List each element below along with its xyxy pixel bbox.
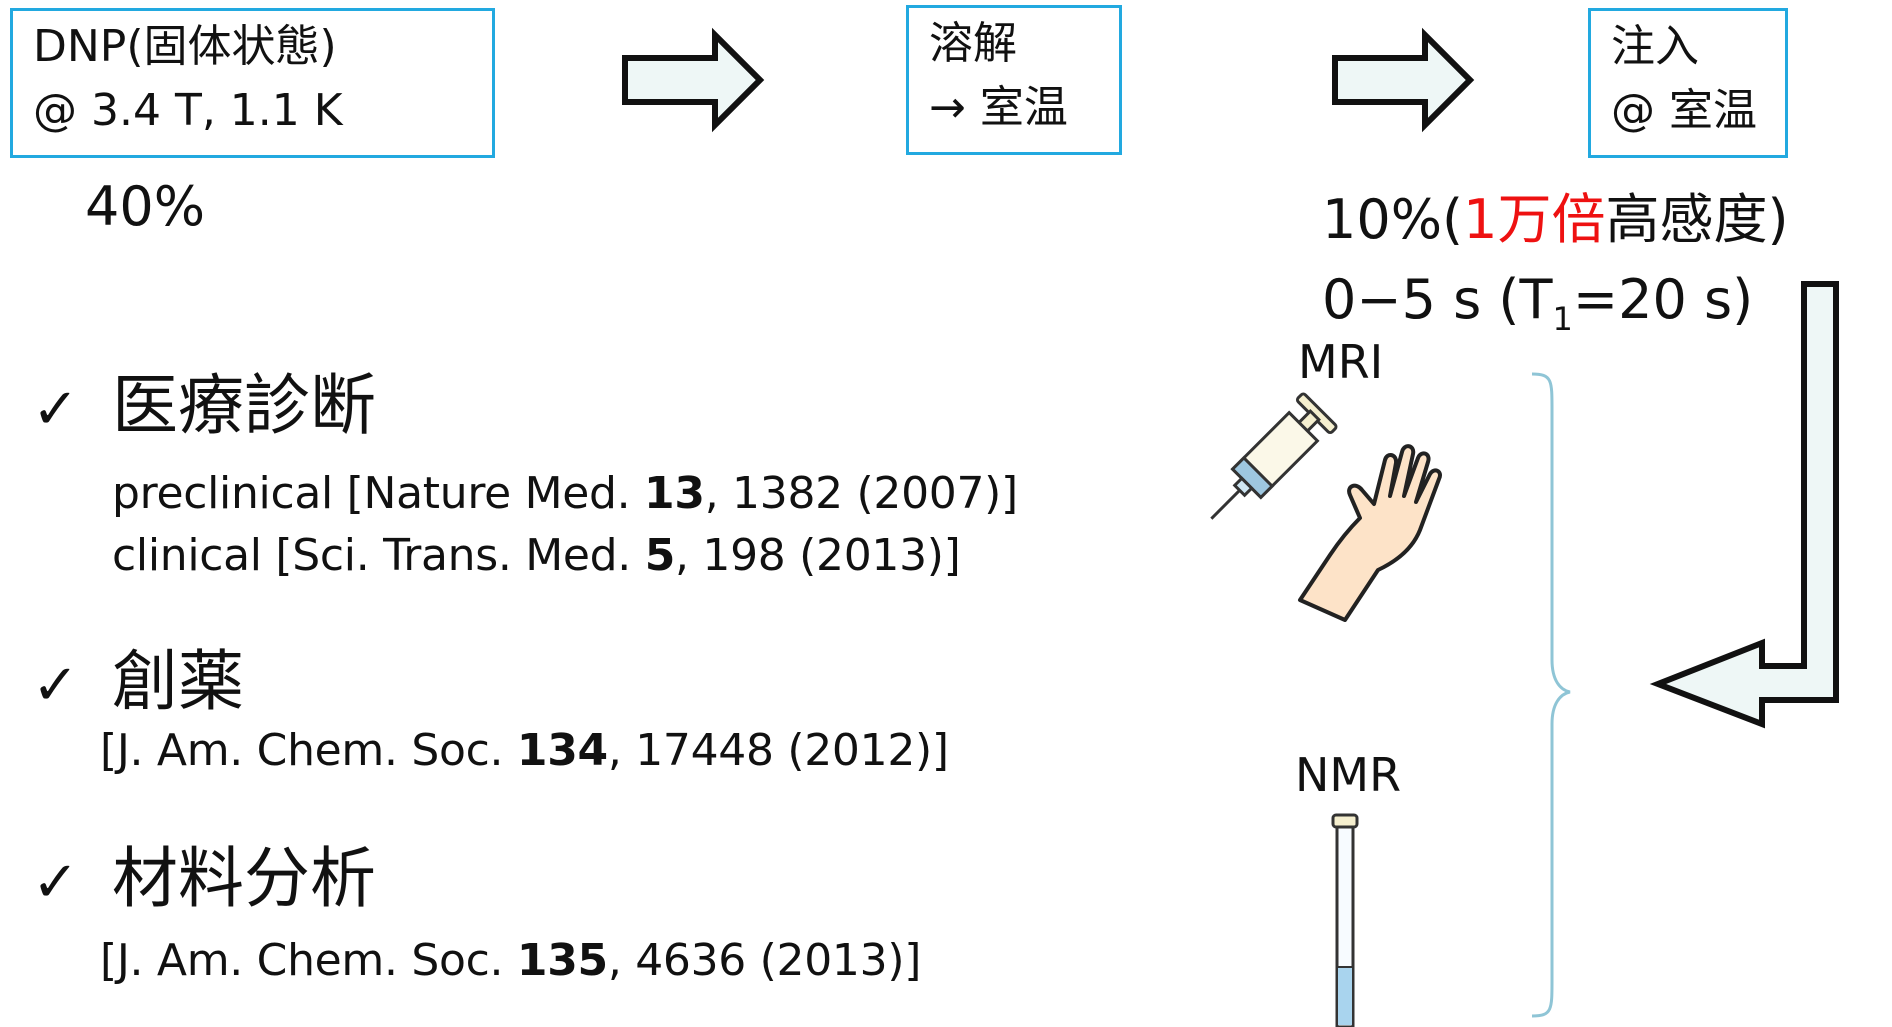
time-window-sub: 1 [1552,299,1573,338]
syringe-icon [1210,392,1338,520]
step-dissolve-line1: 溶解 [929,18,1017,69]
inject-polarization-post: 高感度) [1605,188,1789,251]
ref-text: , 4636 (2013)] [607,935,922,986]
step-inject-line2: @ 室温 [1611,85,1757,136]
mri-label: MRI [1298,335,1384,389]
ref-text: preclinical [Nature Med. [112,468,645,519]
application-title: 材料分析 [112,840,376,917]
return-arrow-icon [1649,281,1839,729]
reference-preclinical: preclinical [Nature Med. 13, 1382 (2007)… [112,468,1018,519]
nmr-label: NMR [1295,748,1402,802]
ref-text: , 17448 (2012)] [607,725,949,776]
application-title: 医療診断 [112,367,376,444]
application-drug-discovery: ✓ 創薬 [32,628,244,724]
nmr-tube-icon [1331,813,1359,1027]
step-dnp-line1: DNP(固体状態) [33,21,337,72]
time-window-pre: 0−5 s (T [1322,268,1553,331]
inject-polarization-value: 10%(1万倍高感度) [1322,175,1789,254]
step-inject-line1: 注入 [1611,21,1699,72]
ref-text: [J. Am. Chem. Soc. [100,725,517,776]
application-materials: ✓ 材料分析 [32,825,376,921]
check-icon: ✓ [32,377,79,442]
reference-materials: [J. Am. Chem. Soc. 135, 4636 (2013)] [100,935,921,986]
application-medical: ✓ 医療診断 [32,352,376,448]
reference-drug-discovery: [J. Am. Chem. Soc. 134, 17448 (2012)] [100,725,949,776]
check-icon: ✓ [32,653,79,718]
step-dissolve-line2: → 室温 [929,82,1068,133]
step-box-inject: 注入 @ 室温 [1588,8,1788,158]
inject-polarization-pre: 10%( [1322,188,1464,251]
right-arrow-icon [622,27,765,133]
reference-clinical: clinical [Sci. Trans. Med. 5, 198 (2013)… [112,530,961,581]
ref-volume: 134 [516,725,608,776]
bracket-brace [1531,372,1571,1018]
step-box-dissolve: 溶解 → 室温 [906,5,1122,155]
ref-volume: 13 [644,468,705,519]
ref-text: , 198 (2013)] [675,530,961,581]
step-box-dnp: DNP(固体状態) @ 3.4 T, 1.1 K [10,8,495,158]
ref-volume: 135 [516,935,608,986]
step-dnp-line2: @ 3.4 T, 1.1 K [33,85,343,136]
sensitivity-gain: 1万倍 [1463,188,1606,251]
application-title: 創薬 [112,643,244,720]
ref-text: [J. Am. Chem. Soc. [100,935,517,986]
ref-volume: 5 [644,530,676,581]
time-window: 0−5 s (T1=20 s) [1322,268,1753,338]
ref-text: clinical [Sci. Trans. Med. [112,530,645,581]
ref-text: , 1382 (2007)] [704,468,1019,519]
check-icon: ✓ [32,850,79,915]
arm-icon [1298,444,1442,622]
time-window-post: =20 s) [1572,268,1754,331]
right-arrow-icon [1332,27,1475,133]
dnp-polarization-value: 40% [85,175,206,238]
